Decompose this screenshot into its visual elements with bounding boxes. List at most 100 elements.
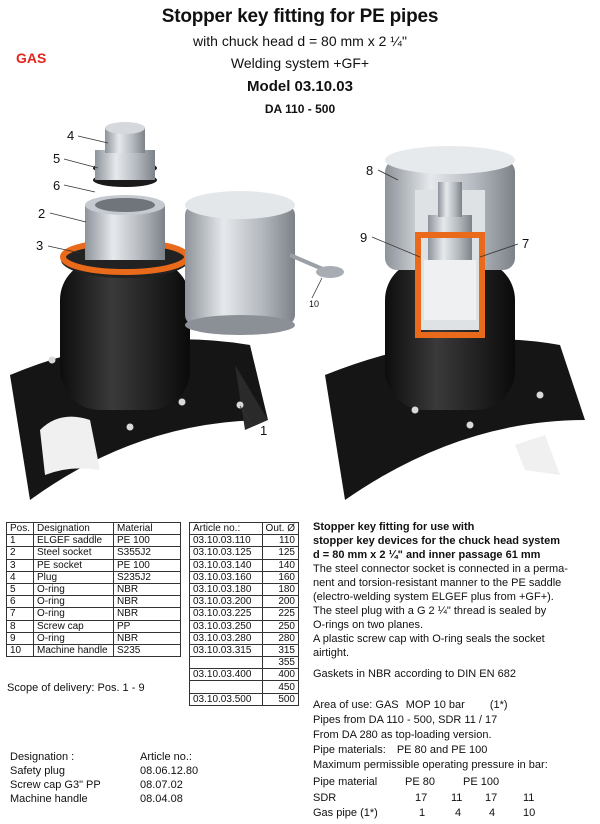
part-material: NBR (113, 595, 181, 609)
callout-4: 4 (67, 128, 74, 143)
outer-diameter: 140 (261, 558, 300, 572)
part-material: S355J2 (113, 546, 181, 560)
article-number (189, 680, 263, 694)
outer-diameter: 355 (261, 656, 300, 670)
list-header: Designation : Article no.: (10, 750, 198, 764)
part-designation: Steel socket (33, 546, 115, 560)
callout-6: 6 (53, 178, 60, 193)
scope-of-delivery: Scope of delivery: Pos. 1 - 9 (7, 682, 145, 694)
col-outer-diameter: Out. Ø (261, 521, 300, 536)
pipe-materials: Pipe materials: PE 80 and PE 100 (313, 743, 487, 757)
outer-diameter: 110 (261, 534, 300, 548)
part-position: 10 (5, 643, 35, 658)
article-number: 03.10.03.140 (189, 558, 263, 572)
part-material: S235 (113, 643, 181, 658)
designation-header: Designation : (10, 751, 75, 763)
article-number: 03.10.03.315 (189, 643, 263, 658)
max-pressure-title: Maximum permissible operating pressure i… (313, 759, 548, 771)
area-label: Area of use: (313, 699, 373, 711)
part-position: 9 (5, 631, 35, 645)
outer-diameter: 400 (261, 668, 300, 682)
part-material: PP (113, 619, 181, 633)
part-material: NBR (113, 582, 181, 597)
part-designation: O-ring (33, 595, 115, 609)
part-designation: ELGEF saddle (33, 534, 115, 548)
subtitle-welding-system: Welding system +GF+ (230, 55, 370, 71)
model-number: Model 03.10.03 (247, 78, 353, 95)
description-line: nent and torsion-resistant manner to the… (313, 577, 562, 589)
grid-pe80: PE 80 (405, 776, 435, 788)
sdr-value: 11 (451, 792, 463, 804)
area-value: GAS (375, 699, 399, 711)
callout-2: 2 (38, 206, 45, 221)
description-heading-1: Stopper key fitting for use with (313, 521, 475, 533)
diameter-range: DA 110 - 500 (264, 102, 336, 116)
materials-label: Pipe materials: (313, 744, 386, 756)
description-heading-3: d = 80 mm x 2 ¼" and inner passage 61 mm (313, 549, 541, 561)
article-number: 03.10.03.110 (189, 534, 263, 548)
top-loading-note: From DA 280 as top-loading version. (313, 729, 492, 741)
outer-diameter: 180 (261, 582, 300, 597)
grid-label: Pipe material (313, 776, 378, 788)
gas-pipe-value: 4 (489, 807, 496, 819)
article-no-header: Article no.: (140, 751, 192, 763)
article-number: 03.10.03.250 (189, 619, 263, 633)
part-designation: O-ring (33, 582, 115, 597)
right-fitting-drawing (325, 146, 585, 500)
col-pos: Pos. (5, 521, 35, 536)
part-position: 8 (5, 619, 35, 633)
table-header-row: Article no.: Out. Ø (189, 521, 300, 536)
part-material: NBR (113, 631, 181, 645)
table-header-row: Pos. Designation Material (5, 521, 181, 536)
gas-pipe-value: 10 (523, 807, 536, 819)
description-line: O-rings on two planes. (313, 619, 424, 631)
description-line: airtight. (313, 647, 350, 659)
accessory-designation: Safety plug (10, 765, 66, 777)
part-material: PE 100 (113, 534, 181, 548)
outer-diameter: 160 (261, 570, 300, 584)
part-designation: Plug (33, 570, 115, 584)
table-row: 355 (189, 656, 300, 670)
part-position: 7 (5, 607, 35, 621)
sdr-value: 17 (485, 792, 498, 804)
part-designation: Machine handle (33, 643, 115, 658)
gaskets-note: Gaskets in NBR according to DIN EN 682 (313, 668, 516, 680)
description-line: The steel connector socket is connected … (313, 563, 568, 575)
outer-diameter: 280 (261, 631, 300, 645)
callout-9: 9 (360, 230, 367, 245)
outer-diameter: 250 (261, 619, 300, 633)
accessory-article-no: 08.04.08 (140, 793, 183, 805)
outer-diameter: 315 (261, 643, 300, 658)
materials-value: PE 80 and PE 100 (396, 744, 488, 756)
part-position: 5 (5, 582, 35, 597)
article-number: 03.10.03.500 (189, 692, 263, 706)
article-number: 03.10.03.125 (189, 546, 263, 560)
page-title: Stopper key fitting for PE pipes (161, 6, 439, 27)
sdr-label: SDR (313, 792, 337, 804)
left-fitting-drawing (10, 122, 344, 500)
part-position: 2 (5, 546, 35, 560)
product-illustration: 4 5 6 2 3 1 10 8 9 7 (10, 122, 585, 500)
col-article-no: Article no.: (189, 521, 263, 536)
table-row: 450 (189, 680, 300, 694)
